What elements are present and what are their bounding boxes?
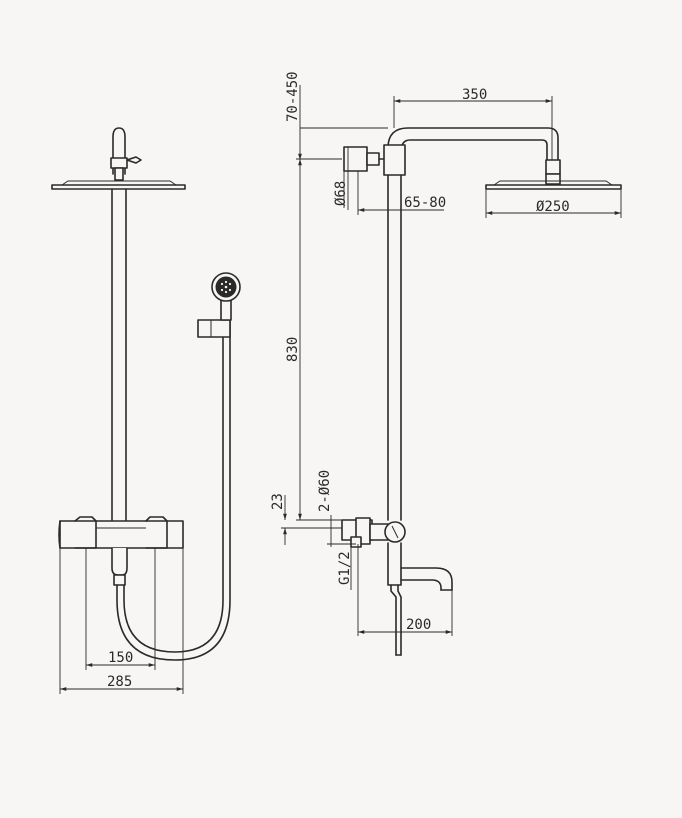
front-shower-head	[51, 184, 186, 190]
front-hand-shower-holder	[197, 319, 231, 338]
dim-label-200: 200	[406, 617, 431, 633]
side-spout-bottom	[400, 579, 442, 591]
side-view: 70-450 830 23 2-Ø60 G1/2 Ø68 65-80 350	[270, 71, 622, 656]
front-hose-outer	[116, 319, 231, 661]
side-mixer-inlet	[350, 536, 362, 548]
front-hose-inner	[123, 319, 224, 653]
dim-label-250: Ø250	[536, 199, 570, 215]
front-mixer-left-cap	[58, 520, 61, 549]
side-spout-top	[400, 567, 453, 591]
dim-label-65-80: 65-80	[404, 195, 446, 211]
side-top-wall-bracket	[343, 146, 368, 172]
front-view: 150 285	[51, 127, 241, 694]
front-mixer-left-knob	[74, 516, 97, 549]
side-head-nut	[545, 173, 561, 185]
front-arm-nut	[126, 156, 142, 164]
front-head-swivel	[114, 167, 124, 181]
front-hose-connector	[113, 574, 126, 586]
front-shower-head-top	[61, 180, 177, 186]
front-riser-top-bend	[112, 127, 126, 175]
side-top-bracket-arm	[366, 152, 380, 166]
dim-label-23: 23	[270, 493, 286, 510]
side-shower-head-top	[493, 180, 613, 186]
side-riser-outer	[387, 127, 559, 521]
dim-label-g12: G1/2	[337, 551, 353, 585]
side-lower-body	[387, 542, 402, 586]
front-mixer-body	[59, 520, 184, 549]
front-hand-shower-handle	[220, 299, 232, 321]
dim-label-68: Ø68	[333, 181, 349, 206]
dim-label-150: 150	[108, 650, 133, 666]
side-riser-joint	[383, 144, 406, 176]
side-shower-head	[485, 184, 622, 190]
front-mixer-right-knob	[145, 516, 168, 549]
side-hose-right	[397, 584, 402, 656]
dim-label-350: 350	[462, 87, 487, 103]
front-arm-connector	[110, 157, 128, 169]
dim-label-830: 830	[285, 337, 301, 362]
front-spout	[111, 547, 128, 576]
dim-label-285: 285	[107, 674, 132, 690]
side-head-swivel	[545, 159, 561, 175]
dim-label-70-450: 70-450	[285, 71, 301, 122]
side-hose-left	[390, 584, 397, 656]
dim-label-2-60: 2-Ø60	[317, 470, 333, 512]
front-hand-shower-nozzles	[220, 280, 232, 294]
